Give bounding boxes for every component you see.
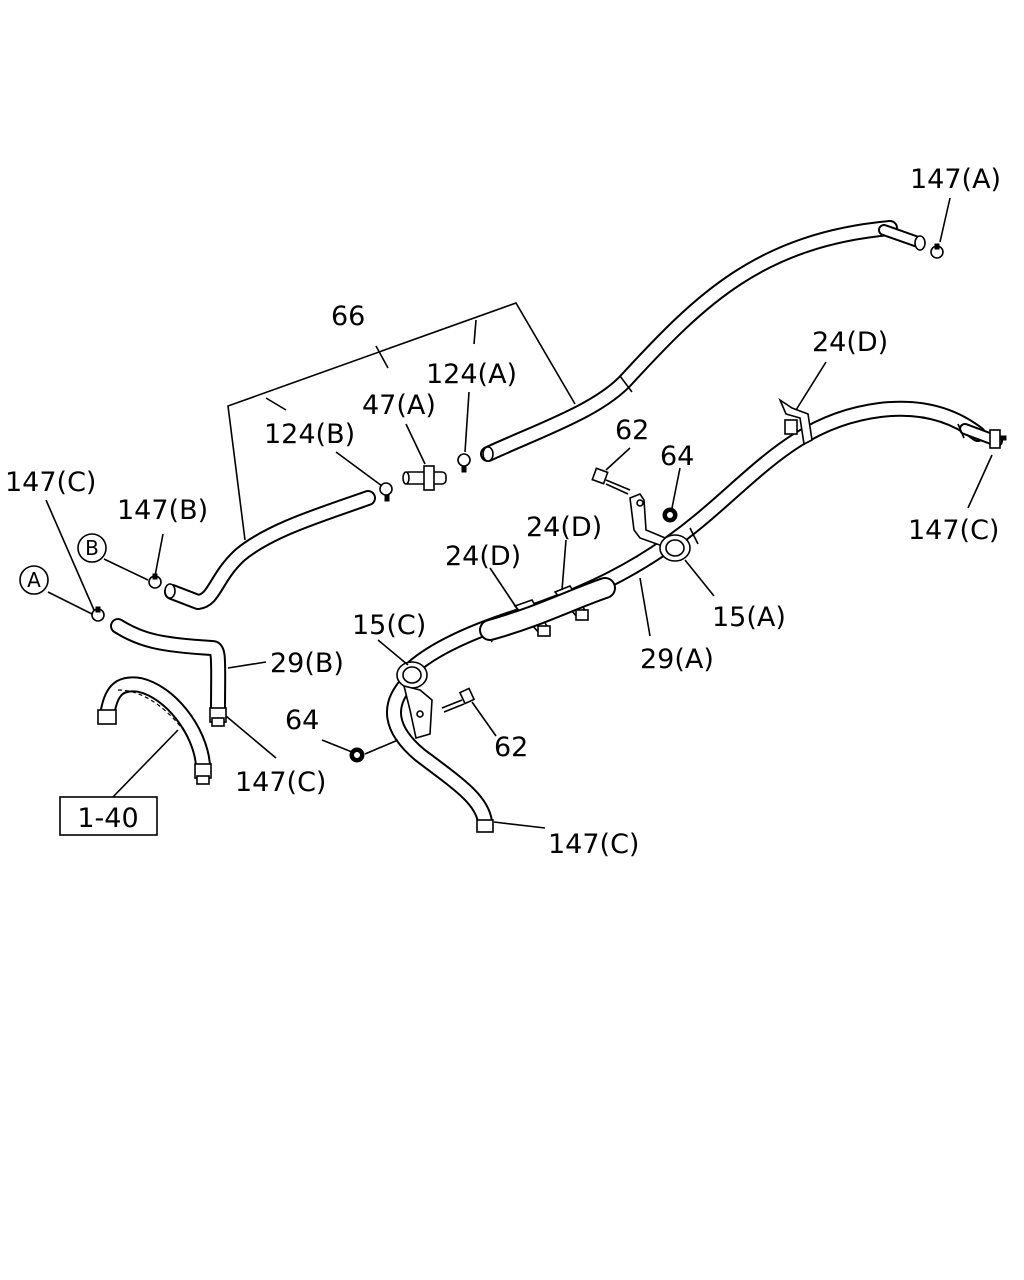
label-124a: 124(A) <box>426 359 517 390</box>
label-47a: 47(A) <box>362 390 436 421</box>
hose-bottom <box>386 672 494 833</box>
label-29a: 29(A) <box>640 644 714 675</box>
bolt-62-top <box>591 467 631 495</box>
reference-label: 1-40 <box>77 803 138 834</box>
label-124b: 124(B) <box>264 419 355 450</box>
clip-147c-right <box>989 429 1007 449</box>
hose-left-kit <box>164 490 376 610</box>
hose-29b <box>110 618 227 727</box>
label-62-top: 62 <box>615 415 649 446</box>
label-15c: 15(C) <box>352 610 426 641</box>
label-66: 66 <box>331 301 365 332</box>
nut-64-bottom <box>349 747 365 763</box>
label-15a: 15(A) <box>712 602 786 633</box>
reference-box[interactable]: 1-40 <box>59 796 158 836</box>
sleeve <box>479 577 616 641</box>
label-64-top: 64 <box>660 441 694 472</box>
svg-text:A: A <box>27 568 41 592</box>
svg-text:B: B <box>85 536 99 560</box>
clamp-124a <box>457 453 471 473</box>
label-147c-left: 147(C) <box>5 467 96 498</box>
marker-b: B <box>77 533 107 563</box>
label-62-bottom: 62 <box>494 732 528 763</box>
connector-47a <box>402 465 447 491</box>
label-147a-top: 147(A) <box>910 164 1001 195</box>
label-147c-right: 147(C) <box>908 515 999 546</box>
label-29b: 29(B) <box>270 648 344 679</box>
clamp-124b <box>379 482 393 502</box>
clip-24d-top <box>778 397 813 446</box>
label-64-bottom: 64 <box>285 705 319 736</box>
bolt-62-bottom <box>441 687 476 713</box>
label-24d-top: 24(D) <box>812 327 888 358</box>
marker-a: A <box>19 565 49 595</box>
clip-147b <box>148 573 162 589</box>
bracket-15a <box>629 493 691 562</box>
label-24d-mid1: 24(D) <box>445 541 521 572</box>
hose-upper <box>480 220 926 462</box>
leader-lines <box>45 197 993 829</box>
label-147c-mid: 147(C) <box>235 767 326 798</box>
kit-66-leader <box>227 302 576 541</box>
clip-147c-left <box>91 606 105 622</box>
bracket-15c <box>396 661 433 740</box>
hose-ref-1-40 <box>97 676 212 785</box>
label-147b: 147(B) <box>117 495 208 526</box>
label-24d-mid2: 24(D) <box>526 512 602 543</box>
label-147c-bottom: 147(C) <box>548 829 639 860</box>
nut-64-top <box>662 507 678 523</box>
clip-147a <box>930 243 944 259</box>
